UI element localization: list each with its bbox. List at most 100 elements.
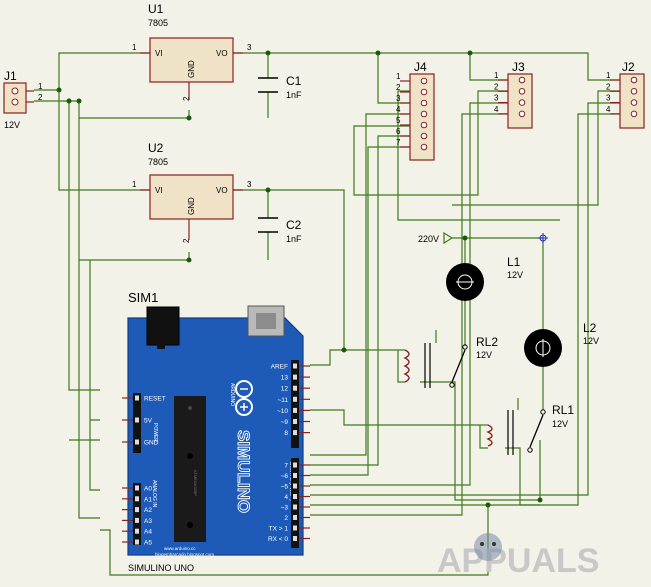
arduino-board[interactable]: ATMEGA328P ARDUINO SIMULINO DIGITAL (PWM… bbox=[122, 305, 310, 557]
u1-vi-pin: VI bbox=[155, 49, 163, 58]
url-text-1: www.arduino.cc bbox=[164, 546, 196, 551]
j3-pin-number: 2 bbox=[494, 82, 499, 91]
digital-pin-label: 12 bbox=[281, 386, 289, 393]
power-pin-socket bbox=[135, 439, 139, 445]
lamp-l2[interactable]: L2 12V bbox=[524, 321, 599, 367]
lamp-l1[interactable]: L1 12V bbox=[446, 255, 523, 301]
analog-pin-label: A1 bbox=[144, 496, 152, 503]
digital-pin-socket bbox=[293, 396, 297, 402]
power-jack bbox=[146, 306, 180, 346]
analog-pin-socket bbox=[135, 496, 139, 502]
u2-pin2: 2 bbox=[182, 238, 191, 243]
u2-pin1: 1 bbox=[132, 180, 137, 189]
digital-pin-label: 7 bbox=[284, 463, 288, 470]
c2-value: 1nF bbox=[286, 234, 302, 244]
power-pin-label: GND bbox=[144, 440, 159, 447]
j3-pin-number: 1 bbox=[494, 71, 499, 80]
j2-pin-number: 2 bbox=[606, 82, 611, 91]
j2-ref: J2 bbox=[622, 60, 635, 74]
u2-gnd-pin: GND bbox=[187, 197, 196, 215]
analog-pin-label: A5 bbox=[144, 540, 152, 547]
mcu-chip bbox=[174, 396, 206, 542]
analog-pin-label: A2 bbox=[144, 507, 152, 514]
u2-vo-pin: VO bbox=[216, 186, 228, 195]
j4-pin-socket bbox=[420, 121, 428, 129]
j3-pin-number: 4 bbox=[494, 105, 499, 114]
j2-pin-number: 1 bbox=[606, 71, 611, 80]
j3-pin-socket bbox=[518, 76, 526, 84]
j2-pin-number: 4 bbox=[606, 105, 611, 114]
digital-pin-label: TX > 1 bbox=[269, 526, 289, 533]
j4-pin-socket bbox=[420, 88, 428, 96]
analog-pin-label: A3 bbox=[144, 518, 152, 525]
digital-pin-socket bbox=[293, 515, 297, 520]
u2-pin3: 3 bbox=[247, 180, 252, 189]
digital-pin-label: ~5 bbox=[281, 484, 289, 491]
j3-pin-number: 3 bbox=[494, 94, 499, 103]
power-pin-label: 5V bbox=[144, 418, 153, 425]
c1-value: 1nF bbox=[286, 90, 302, 100]
power-pin-socket bbox=[135, 417, 139, 423]
digital-pin-socket bbox=[293, 363, 297, 369]
j4-ref: J4 bbox=[414, 60, 427, 74]
digital-pin-socket bbox=[293, 385, 297, 391]
u1-pin2: 2 bbox=[182, 96, 191, 101]
l1-ref: L1 bbox=[507, 255, 521, 269]
analog-pin-socket bbox=[135, 539, 139, 545]
digital-pin-socket bbox=[293, 462, 297, 468]
digital-pin-socket bbox=[293, 494, 297, 499]
sim-name: SIMULINO UNO bbox=[128, 563, 194, 573]
analog-pin-socket bbox=[135, 517, 139, 523]
digital-pin-label: ~3 bbox=[281, 505, 289, 512]
digital-pin-socket bbox=[293, 525, 297, 531]
u2-part: 7805 bbox=[148, 157, 168, 167]
relay-rl1[interactable]: RL1 12V bbox=[486, 398, 574, 455]
j2-pin-socket bbox=[630, 110, 638, 118]
regulator-u1[interactable]: U1 7805 VI VO GND 1 3 2 bbox=[132, 2, 252, 101]
rl1-value: 12V bbox=[552, 419, 568, 429]
digital-pin-label: ~9 bbox=[281, 419, 289, 426]
regulator-u2[interactable]: U2 7805 VI VO GND 1 3 2 bbox=[132, 141, 252, 243]
l2-value: 12V bbox=[583, 336, 599, 346]
digital-pin-label: ~10 bbox=[277, 408, 288, 415]
u1-pin3: 3 bbox=[247, 43, 252, 52]
ac-source-220v[interactable]: 220V bbox=[418, 231, 548, 245]
rl2-ref: RL2 bbox=[476, 335, 498, 349]
capacitor-c1[interactable]: C1 1nF bbox=[258, 74, 302, 100]
header-analog bbox=[133, 483, 141, 545]
j2-pin-number: 3 bbox=[606, 94, 611, 103]
j3-pin-socket bbox=[518, 110, 526, 118]
j4-pin-socket bbox=[420, 110, 428, 118]
analog-pin-socket bbox=[135, 485, 139, 491]
u1-part: 7805 bbox=[148, 18, 168, 28]
wires bbox=[34, 52, 620, 576]
j2-pin-socket bbox=[630, 88, 638, 95]
j4-pin-socket bbox=[420, 132, 428, 140]
j1-ref: J1 bbox=[4, 69, 17, 83]
probe-icon bbox=[538, 233, 548, 243]
connector-j2[interactable]: J2 1 2 3 4 bbox=[606, 60, 645, 129]
digital-pin-socket bbox=[293, 536, 297, 541]
j4-pin-number: 7 bbox=[396, 138, 401, 147]
chip-label: ATMEGA328P bbox=[193, 470, 198, 496]
mascot-icon bbox=[474, 533, 502, 561]
connector-j1[interactable]: J1 1 2 12V bbox=[3, 69, 43, 130]
digital-pin-label: ~11 bbox=[277, 397, 288, 404]
digital-pin-label: RX < 0 bbox=[268, 536, 288, 543]
j2-pin-socket bbox=[630, 76, 638, 84]
digital-pin-label: AREF bbox=[271, 364, 288, 371]
digital-pin-label: 2 bbox=[284, 515, 288, 522]
digital-pin-label: 13 bbox=[281, 375, 289, 382]
digital-pin-socket bbox=[293, 407, 297, 413]
watermark-logo: APPUALS bbox=[437, 533, 599, 580]
source-label: 220V bbox=[418, 234, 439, 244]
j1-pin1: 1 bbox=[38, 82, 43, 91]
relay-rl2[interactable]: RL2 12V bbox=[403, 330, 498, 388]
capacitor-c2[interactable]: C2 1nF bbox=[258, 217, 302, 244]
j3-pin-socket bbox=[518, 88, 526, 95]
digital-pin-label: 8 bbox=[284, 430, 288, 437]
analog-pin-socket bbox=[135, 507, 139, 513]
digital-pin-socket bbox=[293, 430, 297, 436]
